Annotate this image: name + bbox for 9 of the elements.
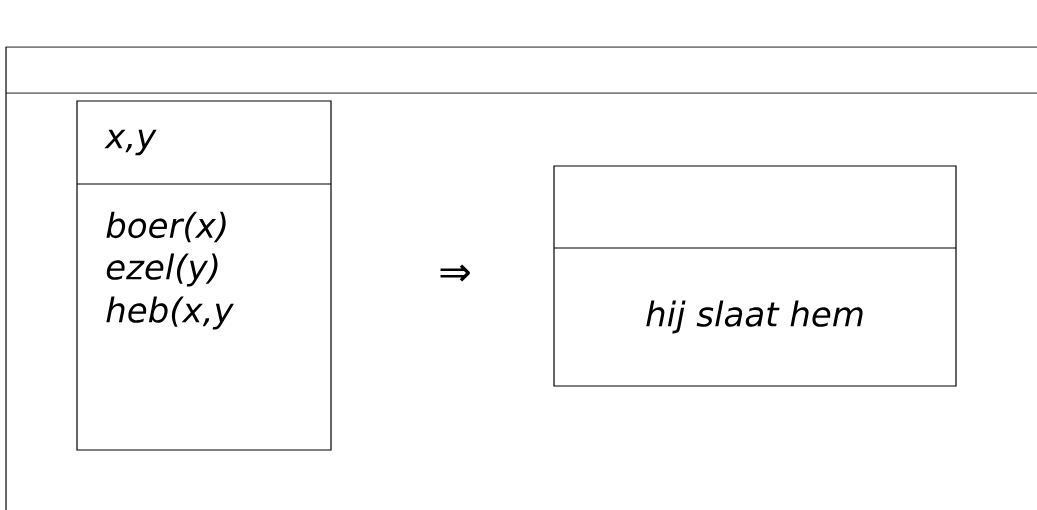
implication-symbol: ⇒: [440, 264, 470, 282]
condition-text: ezel(y): [106, 253, 218, 287]
condition-text: hij slaat hem: [646, 300, 863, 334]
referent-text: x,y: [104, 129, 157, 156]
condition-text: heb(x,y: [106, 296, 234, 330]
drs-box: [76, 100, 332, 451]
drs-box: [553, 165, 957, 387]
condition-text: boer(x): [106, 211, 226, 243]
drs-box: [5, 46, 1037, 510]
